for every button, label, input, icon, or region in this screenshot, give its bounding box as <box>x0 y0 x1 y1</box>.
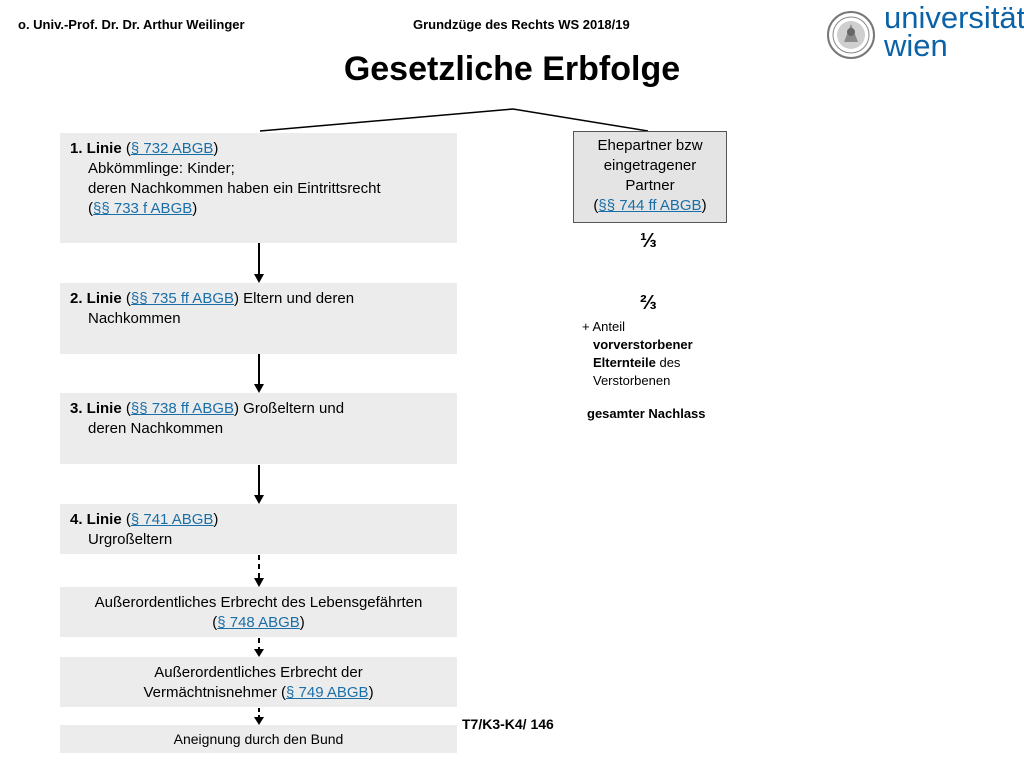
line4-label: 4. Linie <box>70 511 122 528</box>
extra2-ref-link[interactable]: § 749 ABGB <box>286 684 369 701</box>
extraordinary-partner-box: Außerordentliches Erbrecht des Lebensgef… <box>60 587 457 637</box>
spouse-ref-link[interactable]: §§ 744 ff ABGB <box>598 197 702 214</box>
line1-label: 1. Linie <box>70 140 122 157</box>
line2-ref-link[interactable]: §§ 735 ff ABGB <box>130 290 234 307</box>
university-wordmark: universität wien <box>884 0 1024 63</box>
spouse-box: Ehepartner bzw eingetragener Partner (§§… <box>573 131 727 223</box>
line3-text2: deren Nachkommen <box>88 420 224 437</box>
line1-text1: Abkömmlinge: Kinder; <box>88 160 235 177</box>
extra1-text: Außerordentliches Erbrecht des Lebensgef… <box>94 594 423 611</box>
slide-code: T7/K3-K4/ 146 <box>462 716 554 732</box>
line4-ref-link[interactable]: § 741 ABGB <box>130 511 214 528</box>
page-title: Gesetzliche Erbfolge <box>343 50 681 88</box>
line2-text2: Nachkommen <box>88 310 181 327</box>
extraordinary-legatee-box: Außerordentliches Erbrecht der Vermächtn… <box>60 657 457 707</box>
line4-box: 4. Linie (§ 741 ABGB) Urgroßeltern <box>60 504 457 554</box>
university-logo: universität wien <box>826 2 1024 61</box>
line4-text2: Urgroßeltern <box>88 531 173 548</box>
header-author: o. Univ.-Prof. Dr. Dr. Arthur Weilinger <box>18 17 245 32</box>
extra2-text: Außerordentliches Erbrecht der <box>154 664 363 681</box>
entire-estate-label: gesamter Nachlass <box>587 406 706 421</box>
header-course: Grundzüge des Rechts WS 2018/19 <box>413 17 630 32</box>
university-seal-icon <box>827 11 875 59</box>
extra1-ref-link[interactable]: § 748 ABGB <box>217 614 300 631</box>
line2-label: 2. Linie <box>70 290 122 307</box>
line1-ref-link[interactable]: § 732 ABGB <box>130 140 214 157</box>
line3-label: 3. Linie <box>70 400 122 417</box>
line1-box: 1. Linie (§ 732 ABGB) Abkömmlinge: Kinde… <box>60 133 457 243</box>
line3-ref-link[interactable]: §§ 738 ff ABGB <box>130 400 234 417</box>
fraction-one-third: ⅓ <box>640 230 657 252</box>
line1-text2: deren Nachkommen haben ein Eintrittsrech… <box>88 180 381 197</box>
state-appropriation-box: Aneignung durch den Bund <box>60 725 457 753</box>
parent-share-note: + Anteil vorverstorbener Elternteile des… <box>582 319 693 388</box>
line2-box: 2. Linie (§§ 735 ff ABGB) Eltern und der… <box>60 283 457 354</box>
line3-box: 3. Linie (§§ 738 ff ABGB) Großeltern und… <box>60 393 457 464</box>
line1-ref2-link[interactable]: §§ 733 f ABGB <box>93 200 193 217</box>
fraction-two-thirds: ⅔ <box>640 292 657 314</box>
